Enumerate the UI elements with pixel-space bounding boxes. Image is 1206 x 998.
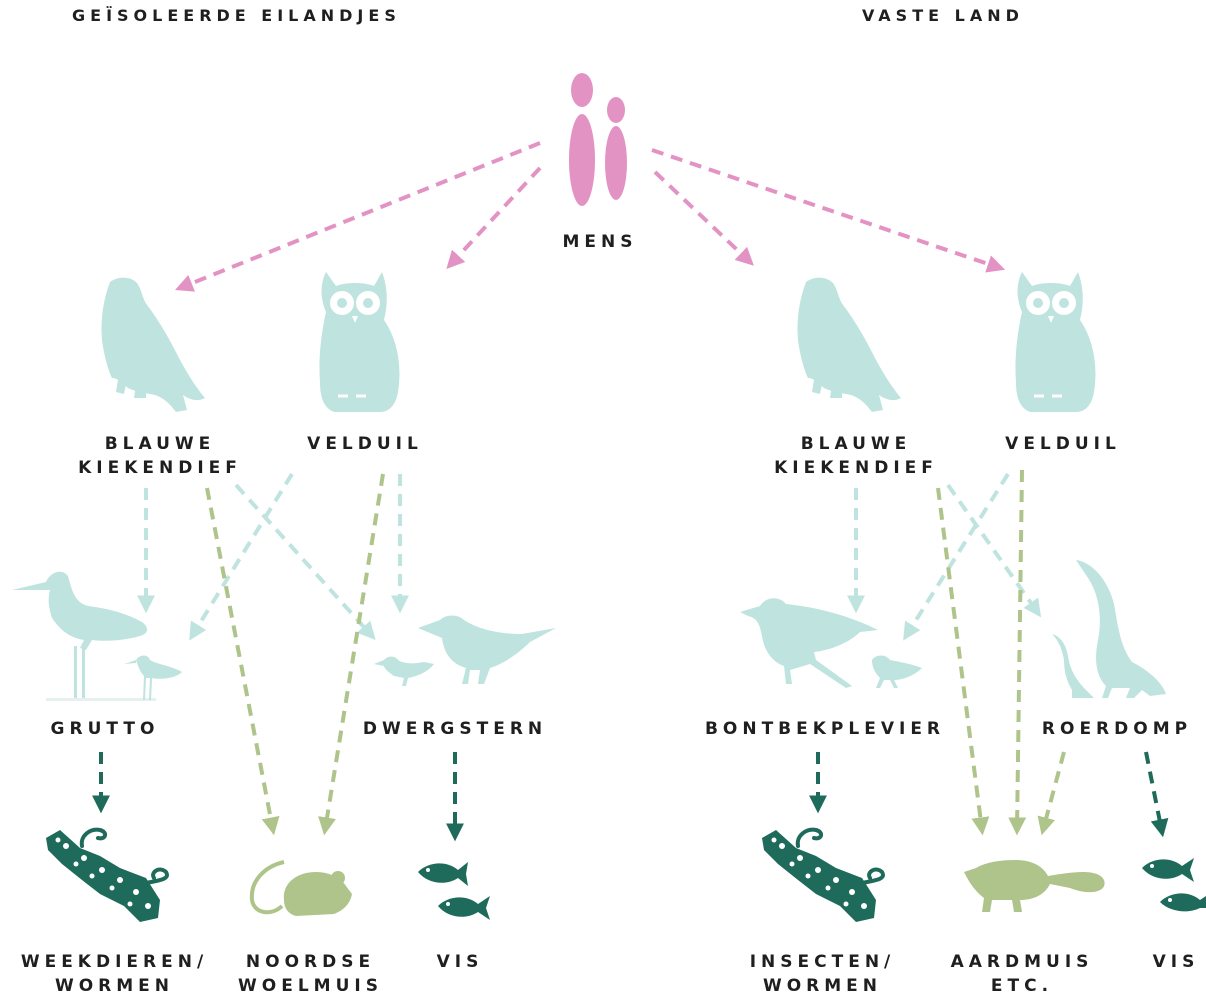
worms-icon [46,827,169,922]
label-aardmuis: AARDMUIS ETC. [942,950,1102,998]
label-insecten: INSECTEN/ WORMEN [730,950,915,998]
left-green-arrows [205,473,385,836]
plover-icon [740,598,922,688]
label-line: ETC. [990,976,1054,996]
shrew-icon [964,860,1105,912]
label-line: WORMEN [762,976,883,996]
label-line: NOORDSE [245,952,376,972]
label-weekdieren: WEEKDIEREN/ WORMEN [12,950,217,998]
owl-icon [1013,270,1097,414]
label-right-velduil: VELDUIL [1005,434,1121,454]
human-arrows [174,141,1006,292]
label-left-kiekendief: BLAUWE KIEKENDIEF [60,432,260,480]
label-grutto: GRUTTO [50,719,160,739]
right-green-arrows [936,469,1066,836]
worms-icon [760,827,885,924]
label-line: AARDMUIS [950,952,1094,972]
heading-mainland: VASTE LAND [862,6,1024,25]
label-line: KIEKENDIEF [774,458,938,478]
label-right-kiekendief: BLAUWE KIEKENDIEF [756,432,956,480]
label-roerdomp: ROERDOMP [1041,719,1193,739]
bittern-icon [1052,560,1166,698]
label-bontbekplevier: BONTBEKPLEVIER [704,719,946,739]
mouse-icon [249,860,352,916]
label-line: BLAUWE [104,434,216,454]
fish-icon [418,862,490,920]
godwit-icon [12,571,182,701]
label-line: WOELMUIS [238,976,383,996]
label-dwergstern: DWERGSTERN [362,719,548,739]
label-left-velduil: VELDUIL [307,434,423,454]
right-teal-arrows [847,472,1042,641]
hawk-icon [101,277,205,412]
people-icon [569,73,627,206]
tern-icon [374,615,556,686]
heading-isolated-islands: GEÏSOLEERDE EILANDJES [72,6,401,25]
label-right-vis: VIS [1152,952,1200,972]
label-line: BLAUWE [800,434,912,454]
hawk-icon [797,277,901,412]
label-woelmuis: NOORDSE WOELMUIS [228,950,393,998]
prey-arrows [92,751,1169,842]
label-left-vis: VIS [436,952,484,972]
label-line: KIEKENDIEF [78,458,242,478]
fish-icon [1142,858,1206,912]
label-line: WORMEN [54,976,175,996]
label-line: WEEKDIEREN/ [20,952,209,972]
left-teal-arrows [137,472,409,641]
owl-icon [319,272,400,412]
label-mens: MENS [562,232,638,252]
label-line: INSECTEN/ [749,952,896,972]
